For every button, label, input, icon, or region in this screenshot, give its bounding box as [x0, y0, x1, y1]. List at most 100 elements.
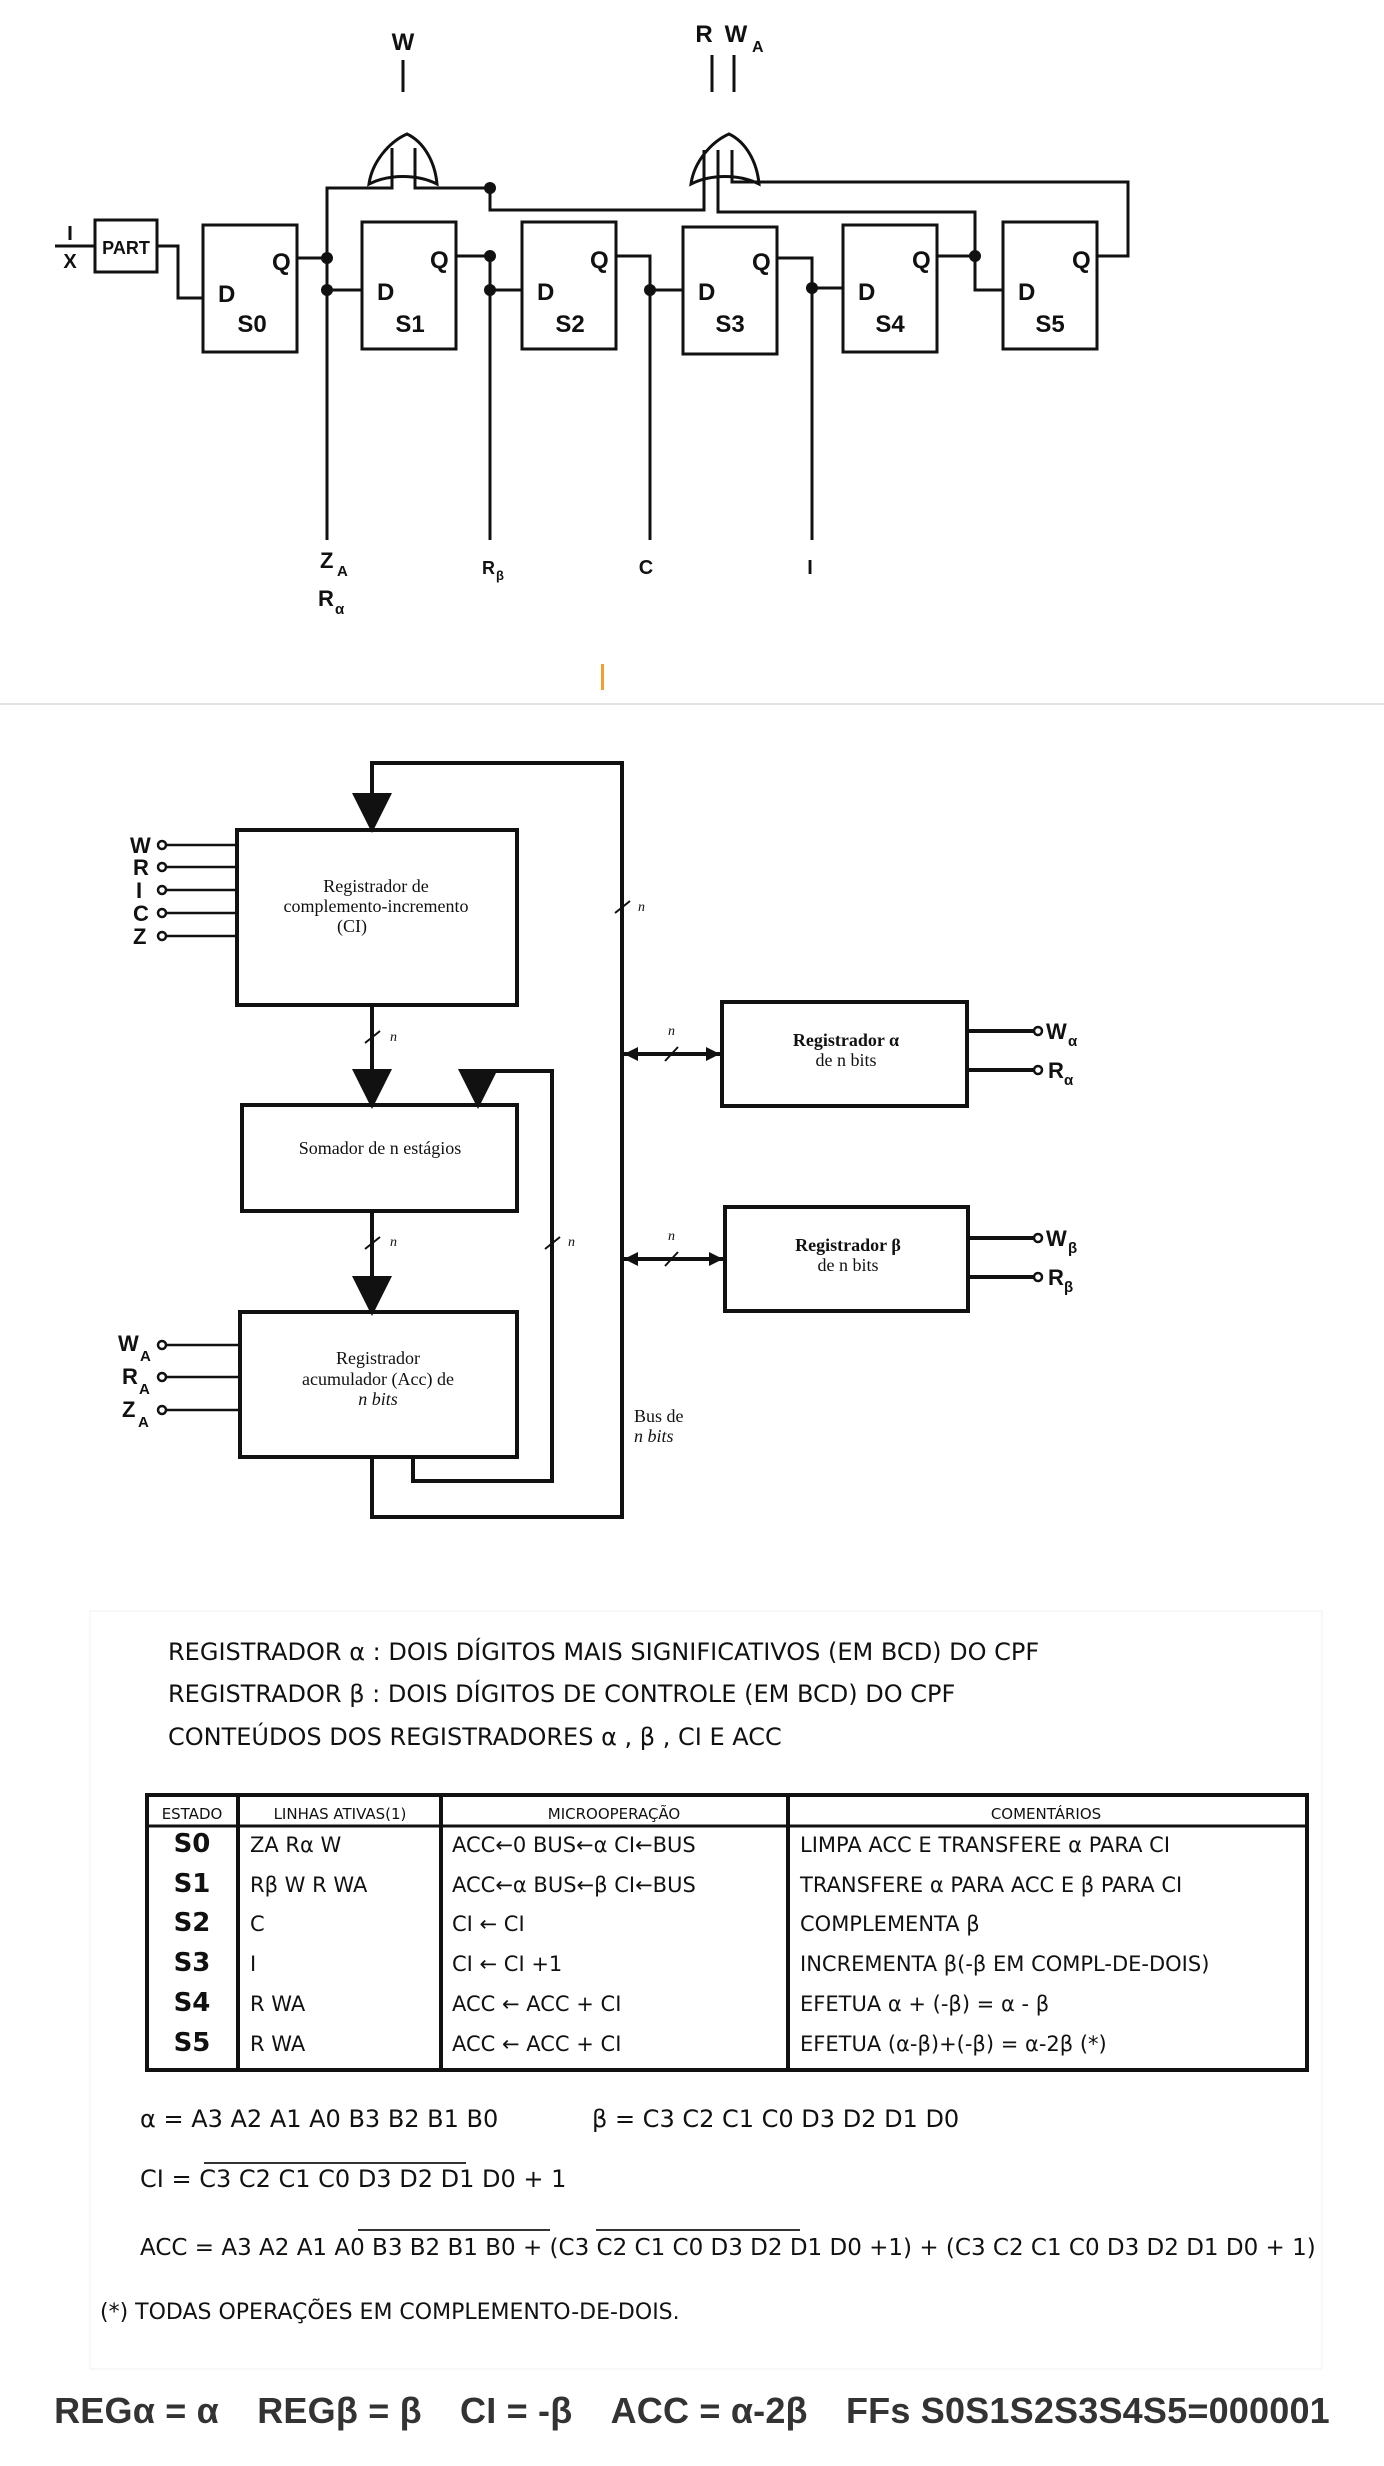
table-cell-r3-c3: INCREMENTA β(-β EM COMPL-DE-DOIS) [800, 1952, 1209, 1976]
s4-d: D [858, 279, 875, 306]
bus-label-1: Bus de [634, 1406, 684, 1426]
s4-name: S4 [875, 311, 905, 338]
table-cell-r2-c2: CI ← CI [452, 1912, 525, 1936]
datapath-svg: n n n n n n W R I C Z W A R A Z A W α R … [118, 761, 1078, 1519]
summary-acc: ACC = α-2β [610, 2390, 808, 2431]
svg-text:α: α [335, 601, 345, 618]
note-beta: REGISTRADOR β : DOIS DÍGITOS DE CONTROLE… [168, 1679, 955, 1708]
s2-q: Q [590, 247, 609, 274]
summary-ffs: FFs S0S1S2S3S4S5=000001 [845, 2390, 1330, 2431]
eq-ci: CI = C3 C2 C1 C0 D3 D2 D1 D0 + 1 [140, 2165, 566, 2193]
ff-s0 [201, 223, 299, 354]
svg-text:α: α [1064, 1072, 1074, 1089]
adder-label: Somador de n estágios [299, 1138, 461, 1158]
table-cell-r1-c3: TRANSFERE α PARA ACC E β PARA CI [799, 1873, 1182, 1897]
part-label: PART [102, 238, 150, 258]
alpha-reg-line2: de n bits [816, 1050, 877, 1070]
table-cell-r0-c2: ACC←0 BUS←α CI←BUS [452, 1833, 696, 1857]
cursor-mark [601, 664, 604, 690]
note-contents: CONTEÚDOS DOS REGISTRADORES α , β , CI E… [168, 1721, 782, 1751]
s1-name: S1 [395, 311, 424, 338]
table-cell-r3-c0: S3 [174, 1948, 211, 1978]
s2-name: S2 [555, 311, 584, 338]
s1-d: D [377, 279, 394, 306]
n-label-ci: n [390, 1030, 397, 1045]
alpha-output-r: R [1048, 1058, 1064, 1083]
summary-reg-alpha: REGα = α [54, 2390, 219, 2431]
alpha-reg-line1: Registrador α [793, 1030, 899, 1050]
summary-ci: CI = -β [460, 2390, 573, 2431]
table-cell-r5-c1: R WA [250, 2032, 306, 2056]
table-cell-r3-c2: CI ← CI +1 [452, 1952, 562, 1976]
table-cell-r2-c1: C [250, 1912, 265, 1936]
line-c: C [639, 557, 653, 579]
table-cell-r3-c1: I [250, 1952, 256, 1976]
or1-output-w: W [392, 29, 415, 56]
notes-svg: REGISTRADOR α : DOIS DÍGITOS MAIS SIGNIF… [89, 1610, 1323, 2370]
svg-text:β: β [496, 568, 504, 583]
or2-output-wa-sub: A [752, 39, 764, 56]
notes-panel: REGISTRADOR α : DOIS DÍGITOS MAIS SIGNIF… [0, 1575, 1384, 2466]
table-cell-r0-c1: ZA Rα W [250, 1833, 342, 1857]
svg-text:A: A [139, 1381, 150, 1398]
state-machine-diagram: PART X D Q S0 D Q S1 D Q S2 D Q S3 D Q S… [0, 0, 1384, 705]
s0-d: D [218, 281, 235, 308]
s0-q: Q [272, 249, 291, 276]
summary-reg-beta: REGβ = β [257, 2390, 422, 2431]
table-cell-r0-c3: LIMPA ACC E TRANSFERE α PARA CI [800, 1833, 1170, 1857]
table-cell-r2-c3: COMPLEMENTA β [800, 1912, 980, 1936]
acc-input-za: Z [122, 1397, 135, 1422]
ff-s1 [360, 220, 458, 351]
ci-input-w: W [130, 833, 151, 858]
table-cell-r1-c1: Rβ W R WA [250, 1873, 368, 1897]
state-machine-svg: PART X D Q S0 D Q S1 D Q S2 D Q S3 D Q S… [55, 21, 1130, 690]
ff-s5 [1001, 220, 1099, 351]
table-cell-r4-c3: EFETUA α + (-β) = α - β [800, 1992, 1049, 2016]
svg-text:β: β [1068, 1240, 1077, 1257]
adder-box [240, 1103, 519, 1213]
table-cell-r0-c0: S0 [174, 1829, 211, 1859]
ci-register-box [235, 828, 519, 1007]
microop-table [145, 1793, 1309, 2072]
th-comentarios: COMENTÁRIOS [991, 1804, 1101, 1823]
acc-reg-line3: n bits [358, 1389, 398, 1409]
svg-text:A: A [138, 1414, 149, 1431]
n-label-alpha: n [668, 1024, 675, 1039]
table-cell-r1-c0: S1 [174, 1869, 211, 1899]
note-alpha: REGISTRADOR α : DOIS DÍGITOS MAIS SIGNIF… [168, 1637, 1039, 1666]
eq-alpha: α = A3 A2 A1 A0 B3 B2 B1 B0 [140, 2105, 498, 2133]
ci-reg-line3: (CI) [337, 916, 367, 937]
svg-text:A: A [140, 1348, 151, 1365]
ci-reg-line1: Registrador de [323, 876, 428, 896]
ci-input-i: I [136, 878, 142, 903]
acc-reg-line1: Registrador [336, 1348, 420, 1368]
s2-d: D [537, 279, 554, 306]
beta-output-w: W [1046, 1226, 1067, 1251]
input-x-label: X [63, 251, 77, 273]
acc-input-wa: W [118, 1331, 139, 1356]
table-cell-r2-c0: S2 [174, 1908, 211, 1938]
line-rbeta: R [482, 558, 495, 578]
th-estado: ESTADO [162, 1805, 223, 1823]
svg-text:A: A [337, 563, 348, 580]
acc-input-ra: R [122, 1364, 138, 1389]
th-microop: MICROOPERAÇÃO [548, 1804, 681, 1823]
beta-output-r: R [1048, 1265, 1064, 1290]
bus-label-2: n bits [634, 1426, 674, 1446]
n-label-beta: n [668, 1229, 675, 1244]
th-linhas: LINHAS ATIVAS(1) [274, 1805, 407, 1823]
s4-q: Q [912, 247, 931, 274]
ci-input-r: R [133, 855, 149, 880]
ff-s2 [520, 220, 618, 351]
s5-q: Q [1072, 247, 1091, 274]
line-za: Z [320, 548, 333, 573]
eq-acc: ACC = A3 A2 A1 A0 B3 B2 B1 B0 + (C3 C2 C… [140, 2235, 1316, 2261]
eq-beta: β = C3 C2 C1 C0 D3 D2 D1 D0 [592, 2105, 959, 2133]
n-label-bus: n [638, 900, 645, 915]
beta-reg-line2: de n bits [818, 1255, 879, 1275]
s5-name: S5 [1035, 311, 1064, 338]
s5-d: D [1018, 279, 1035, 306]
ci-reg-line2: complemento-incremento [284, 896, 469, 916]
n-label-feedback: n [568, 1235, 575, 1250]
s3-name: S3 [715, 311, 744, 338]
